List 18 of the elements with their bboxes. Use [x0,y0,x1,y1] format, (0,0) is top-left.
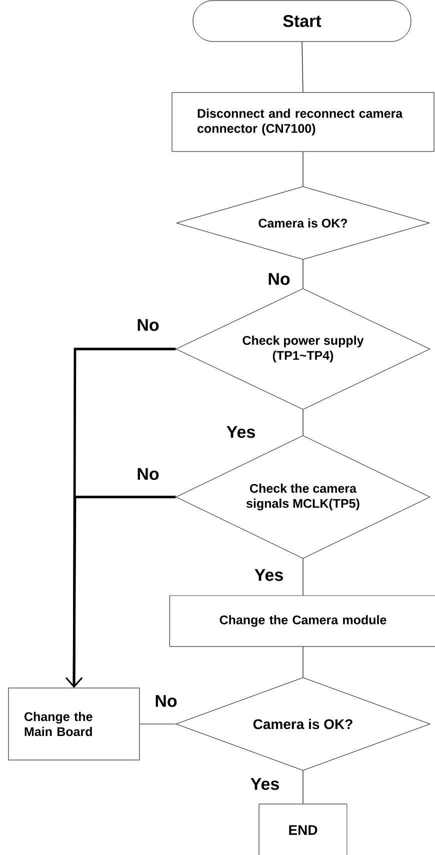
edge-label: No [266,272,292,286]
connector-line [302,558,304,596]
connector-line [66,496,176,688]
process-box: Disconnect and reconnect camera connector (CN7100) [172,92,434,152]
edge-label: Yes [253,568,285,582]
terminal-box: END [258,804,348,855]
connector-line [302,646,304,678]
connector-line [302,41,304,93]
connector-line [302,409,304,436]
process-box: Change the Main Board [8,688,140,760]
process-box: Change the Camera module [169,595,435,647]
connector-line [302,151,304,187]
connector-line [302,770,304,804]
edge-label: No [136,318,160,332]
edge-label: No [154,694,178,708]
edge-label: Yes [249,777,281,791]
connector-line [302,259,304,289]
edge-label: No [136,467,160,481]
